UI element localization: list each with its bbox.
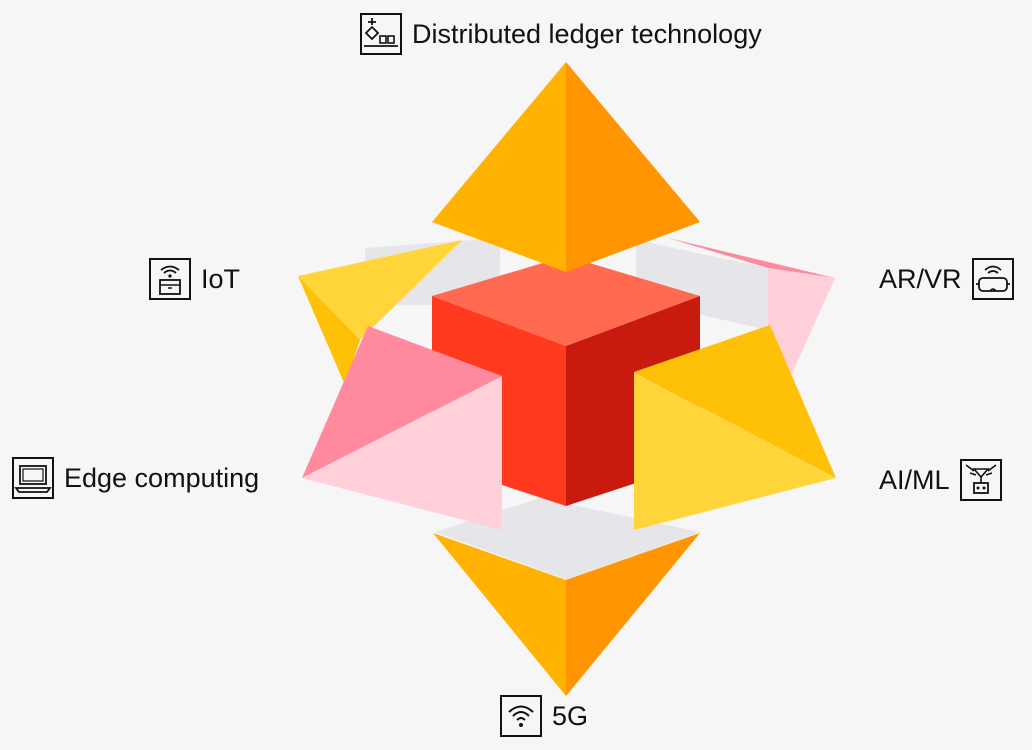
node-label-arvr: AR/VR [879, 258, 1014, 300]
node-label-text: Distributed ledger technology [412, 18, 762, 49]
aiml-pyramid-face-top [634, 325, 836, 478]
5g-pyramid-face-left [433, 533, 566, 696]
node-label-5g: 5G [500, 695, 588, 737]
node-label-text: IoT [201, 263, 241, 294]
aiml-pyramid-face-side [634, 372, 836, 530]
node-label-dlt: Distributed ledger technology [360, 13, 762, 55]
iot-pyramid-face-top [298, 240, 462, 340]
dlt-pyramid-face-right [566, 62, 700, 272]
node-label-aiml: AI/ML [879, 459, 1002, 501]
iot-device-icon [149, 258, 191, 300]
iot-pyramid-face-side [298, 276, 360, 385]
vr-headset-icon [971, 258, 1014, 300]
ledger-blocks-icon [360, 13, 402, 55]
5g-pyramid-face-right [566, 533, 700, 696]
node-label-iot: IoT [149, 258, 240, 300]
arvr-pyramid-face-side [768, 268, 835, 378]
laptop-icon [12, 457, 54, 499]
dlt-pyramid-face-left [432, 62, 566, 272]
edge-pyramid-face-side [302, 376, 502, 530]
cube-top-face [432, 256, 700, 346]
arvr-pyramid-face-top [668, 238, 835, 278]
node-label-text: AI/ML [879, 464, 950, 495]
wifi-signal-icon [500, 695, 542, 737]
node-label-text: 5G [552, 700, 589, 731]
node-label-text: Edge computing [64, 462, 260, 493]
node-label-text: AR/VR [879, 263, 962, 294]
robot-icon [959, 459, 1002, 501]
node-label-edge: Edge computing [12, 457, 259, 499]
edge-pyramid-face-top [302, 326, 502, 478]
